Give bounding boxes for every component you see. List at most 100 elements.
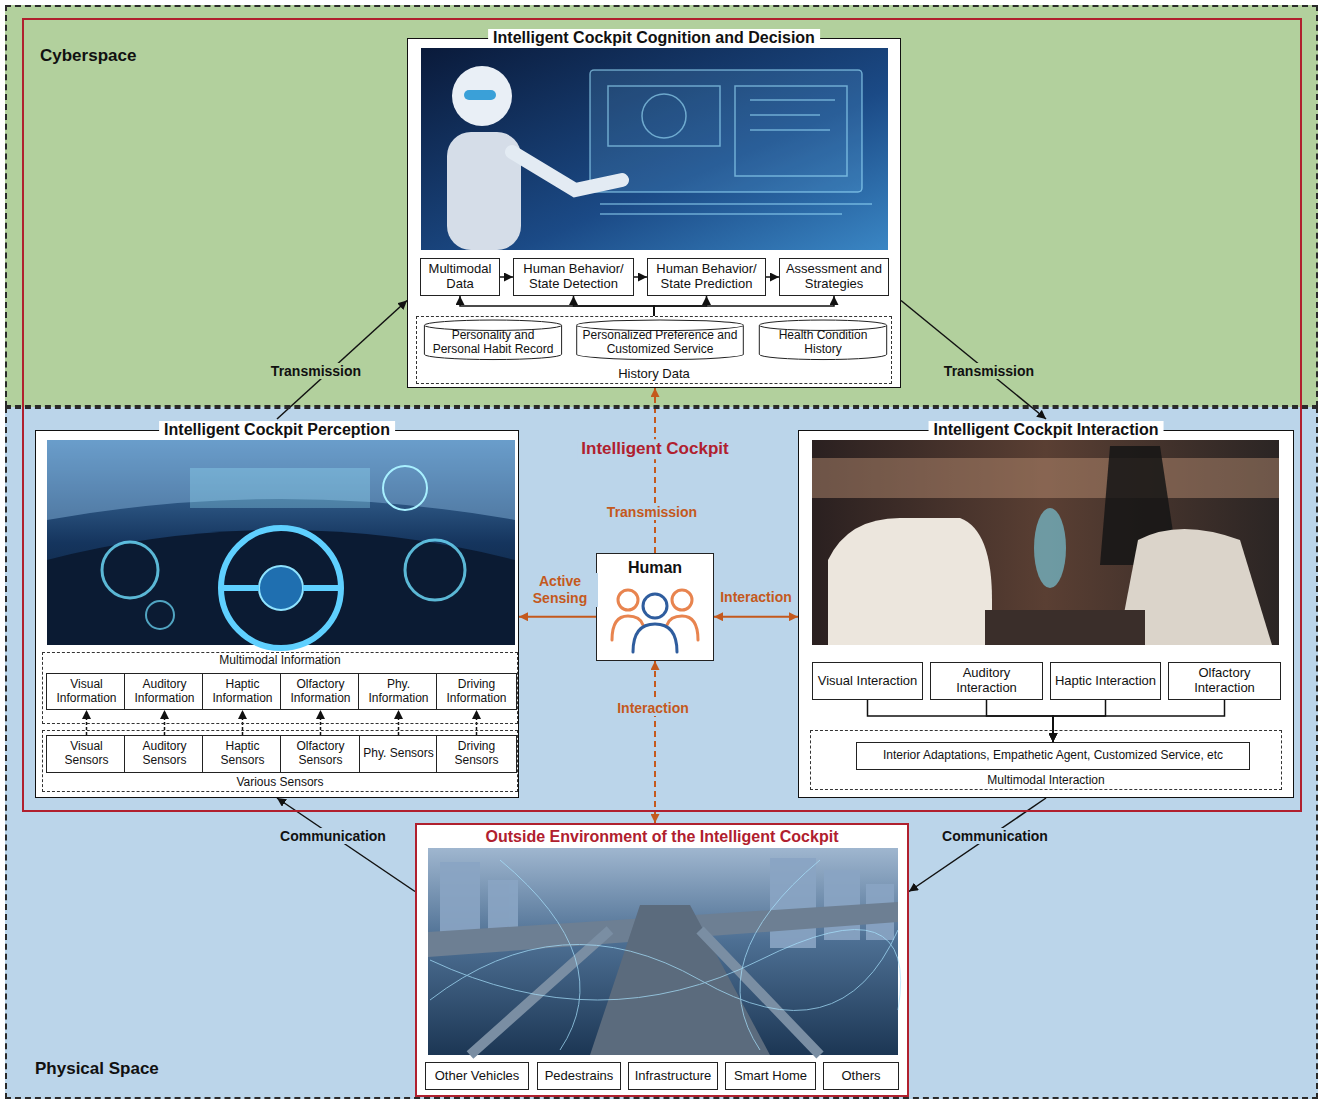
panel-heading: Outside Environment of the Intelligent C… [481,828,844,846]
node-label: Infrastructure [635,1069,712,1084]
region-label: Physical Space [35,1059,159,1079]
node-label: Multimodal Data [423,262,497,292]
connector [909,798,1046,892]
edge-label: Active Sensing [522,573,598,607]
module-panel: Intelligent Cockpit InteractionVisual In… [798,430,1294,798]
sensor-box: Haptic Sensors [202,735,283,773]
connector [574,296,655,316]
node-label: Haptic Interaction [1055,674,1156,689]
edge-label: Interaction [717,589,795,606]
entity-box: Smart Home [725,1062,816,1090]
region-label: History Data [618,367,690,382]
node-label: Auditory Interaction [933,666,1040,696]
information-box: Phy. Information [358,673,439,710]
edge-label: Communication [277,828,389,845]
module-panel: Intelligent Cockpit PerceptionMultimodal… [35,430,519,798]
interaction-illustration [812,440,1279,645]
cylinder-body [759,325,886,359]
edge-label: Transmission [604,504,700,521]
connector [634,276,647,278]
information-box: Olfactory Information [280,673,361,710]
edge-label: Interaction [614,700,692,717]
sensor-box: Olfactory Sensors [280,735,361,773]
cylinder-body [424,325,561,359]
node-label: Driving Sensors [439,740,514,768]
human-box: Human [596,553,714,661]
group-box: Multimodal InformationVisual Information… [42,652,518,724]
panel-fills [35,38,1294,1097]
information-box: Visual Information [46,673,127,710]
connector [476,710,478,735]
node-label: Human Behavior/ State Detection [516,262,631,292]
node-label: Auditory Information [127,678,202,706]
node-label: Pedestrains [545,1069,614,1084]
interaction-box: Haptic Interaction [1050,662,1161,700]
connector [460,296,654,316]
node-label: Phy. Sensors [363,747,433,761]
service-box: Interior Adaptations, Empathetic Agent, … [856,742,1250,770]
cyberspace-fill [5,5,1318,407]
entity-box: Other Vehicles [425,1062,529,1090]
connector [320,710,322,735]
node-label: Olfactory Sensors [283,740,358,768]
node-label: Olfactory Information [283,678,358,706]
node-label: Interior Adaptations, Empathetic Agent, … [883,749,1223,763]
sensor-box: Phy. Sensors [359,735,438,773]
node-label: Auditory Sensors [127,740,202,768]
node-label: Driving Information [439,678,514,706]
connector [654,661,656,823]
panel-heading: Intelligent Cockpit Perception [159,421,395,439]
database-cylinder: Health Condition History [758,319,888,361]
edge-label: Transmission [941,363,1037,380]
physical-space-fill [5,407,1318,1099]
entity-box: Pedestrains [537,1062,621,1090]
module-panel: Intelligent Cockpit Cognition and Decisi… [407,38,901,388]
region-label: Cyberspace [40,46,136,66]
node-label: Haptic Information [205,678,280,706]
node-label: Phy. Information [361,678,436,706]
connector [277,301,407,420]
node-label: Human Behavior/ State Prediction [650,262,763,292]
node-label: Health Condition History [762,329,884,357]
group-box: Multimodal InteractionInterior Adaptatio… [810,730,1282,790]
connector [242,710,244,735]
connector [500,276,513,278]
region-label: Multimodal Information [219,654,340,668]
node-label: Personalized Preference and Customized S… [579,329,741,357]
interaction-box: Olfactory Interaction [1168,662,1281,700]
panel-heading: Human [623,559,687,577]
edge-label: Transmission [268,363,364,380]
entity-box: Others [823,1062,899,1090]
sensor-box: Driving Sensors [436,735,517,773]
cylinder-body [577,325,744,359]
panel-heading: Intelligent Cockpit Cognition and Decisi… [488,29,820,47]
group-box: Various Sensors Visual SensorsAuditory Se… [42,730,518,792]
process-box: Multimodal Data [420,258,500,296]
connector [277,798,415,892]
sensor-box: Visual Sensors [46,735,127,773]
human-icon [612,590,698,652]
region-label: Intelligent Cockpit [577,439,732,459]
interaction-box: Auditory Interaction [930,662,1043,700]
connector [868,700,1054,742]
node-label: Haptic Sensors [205,740,280,768]
entity-box: Infrastructure [628,1062,718,1090]
process-box: Human Behavior/ State Detection [513,258,634,296]
cylinder-top [424,320,561,325]
node-label: Visual Sensors [49,740,124,768]
connector [86,710,88,735]
region-label: Various Sensors [236,776,323,790]
connector [519,616,596,618]
database-cylinder: Personality and Personal Habit Record [423,319,563,361]
node-label: Smart Home [734,1069,807,1084]
connector [1053,700,1106,742]
cylinder-top [577,320,744,325]
panel-heading: Intelligent Cockpit Interaction [929,421,1164,439]
connector [164,710,166,735]
node-label: Olfactory Interaction [1171,666,1278,696]
information-box: Driving Information [436,673,517,710]
connector [1053,700,1225,742]
